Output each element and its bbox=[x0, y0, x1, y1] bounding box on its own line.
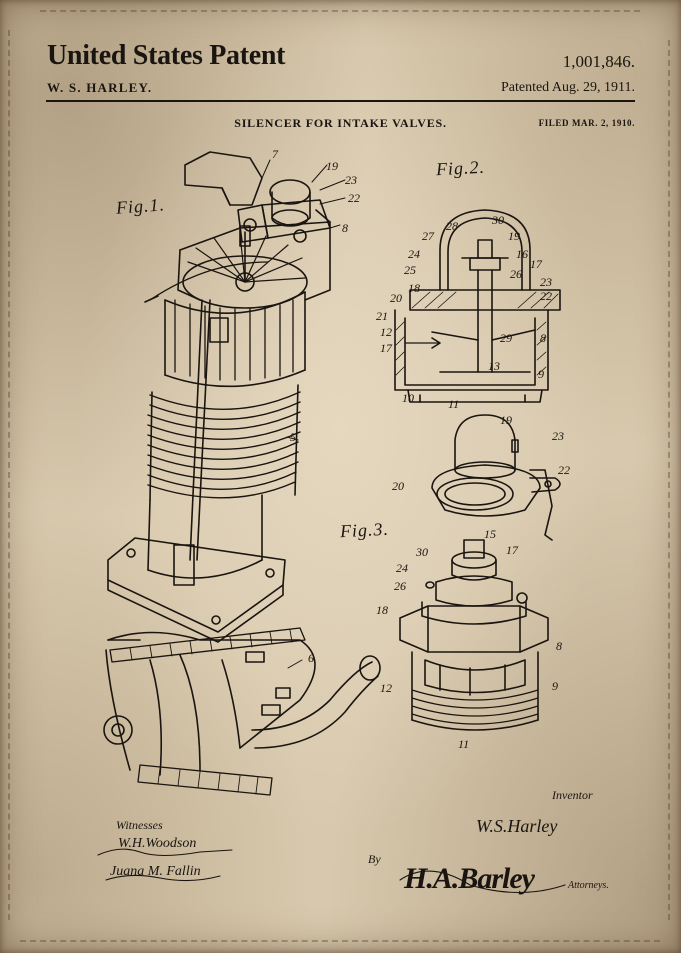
fig2b-ref: 22 bbox=[558, 463, 570, 477]
fig2-ref: 10 bbox=[402, 391, 414, 405]
fig2-ref: 9 bbox=[538, 367, 544, 381]
fig3-ref: 12 bbox=[380, 681, 392, 695]
fig3-ref: 24 bbox=[396, 561, 408, 575]
fig3-ref: 26 bbox=[394, 579, 406, 593]
fig2-ref: 27 bbox=[422, 229, 435, 243]
fig3-ref: 8 bbox=[556, 639, 562, 653]
inventor-signature: W.S.Harley bbox=[476, 816, 558, 836]
fig1-drawing bbox=[103, 151, 381, 796]
fig2-ref: 13 bbox=[488, 359, 500, 373]
patent-number: 1,001,846. bbox=[562, 52, 635, 71]
patented-date: Patented Aug. 29, 1911. bbox=[500, 80, 635, 95]
fig2-ref: 22 bbox=[540, 289, 552, 303]
fig3-ref: 30 bbox=[415, 545, 428, 559]
fig1-ref: 5 bbox=[290, 430, 296, 444]
fig2-ref: 12 bbox=[380, 325, 392, 339]
fig2-ref: 28 bbox=[446, 219, 458, 233]
fig2-ref-numerals: 30 28 27 19 24 16 17 25 26 18 23 20 22 2… bbox=[376, 213, 552, 411]
border-dash-bottom bbox=[20, 940, 660, 942]
fig2-ref: 30 bbox=[491, 213, 504, 227]
inventor-name: W. S. HARLEY. bbox=[47, 80, 153, 95]
fig2b-ref: 20 bbox=[392, 479, 404, 493]
fig1-ref: 19 bbox=[326, 159, 338, 173]
fig2-ref: 18 bbox=[408, 281, 420, 295]
fig3-label: Fig.3. bbox=[339, 518, 390, 542]
fig2b-ref: 23 bbox=[552, 429, 564, 443]
witness-signature-1: W.H.Woodson bbox=[118, 836, 197, 851]
header-divider bbox=[46, 100, 635, 102]
fig3-ref: 17 bbox=[506, 543, 519, 557]
fig1-label: Fig.1. bbox=[115, 194, 166, 218]
patent-subtitle: SILENCER FOR INTAKE VALVES. bbox=[234, 116, 447, 130]
inventor-label: Inventor bbox=[552, 788, 593, 802]
border-dash-left bbox=[8, 30, 10, 920]
fig2-label: Fig.2. bbox=[435, 156, 486, 180]
attorneys-label: Attorneys. bbox=[568, 880, 609, 891]
fig2-ref: 17 bbox=[380, 341, 393, 355]
witnesses-label: Witnesses bbox=[116, 818, 163, 832]
fig3-ref: 18 bbox=[376, 603, 388, 617]
fig2-ref: 11 bbox=[448, 397, 459, 411]
witness-signature-2: Juana M. Fallin bbox=[110, 864, 201, 879]
signature-flourishes bbox=[97, 848, 566, 894]
fig2b-ref-numerals: 19 23 22 20 bbox=[392, 413, 570, 493]
fig1-ref: 23 bbox=[345, 173, 357, 187]
border-dash-right bbox=[668, 40, 670, 920]
fig2b-ref: 19 bbox=[500, 413, 512, 427]
fig2-ref: 24 bbox=[408, 247, 420, 261]
fig1-ref: 7 bbox=[272, 147, 279, 161]
fig3-ref: 15 bbox=[484, 527, 496, 541]
fig2-ref: 19 bbox=[508, 229, 520, 243]
attorney-signature: H.A.Barley bbox=[404, 862, 535, 895]
leader-lines bbox=[261, 159, 346, 669]
fig1-ref: 22 bbox=[348, 191, 360, 205]
fig2-ref: 20 bbox=[390, 291, 402, 305]
fig3-ref-numerals: 15 30 17 24 26 18 8 12 9 11 bbox=[376, 527, 562, 751]
fig2-ref: 23 bbox=[540, 275, 552, 289]
fig2-ref: 26 bbox=[510, 267, 522, 281]
fig2-ref: 8 bbox=[540, 331, 546, 345]
page-title: United States Patent bbox=[47, 40, 286, 71]
fig1-ref: 8 bbox=[342, 221, 348, 235]
filed-date: FILED MAR. 2, 1910. bbox=[538, 118, 635, 128]
border-dash-top bbox=[40, 10, 640, 12]
fig3-drawing bbox=[399, 539, 549, 731]
fig3-ref: 9 bbox=[552, 679, 558, 693]
fig1-ref: 6 bbox=[308, 651, 314, 665]
by-label: By bbox=[368, 852, 381, 866]
fig2-ref: 16 bbox=[516, 247, 528, 261]
fig2-ref: 25 bbox=[404, 263, 416, 277]
fig2-ref: 21 bbox=[376, 309, 388, 323]
fig2-drawing bbox=[394, 209, 561, 403]
fig2-ref: 17 bbox=[530, 257, 543, 271]
fig2-ref: 29 bbox=[500, 331, 512, 345]
fig1-ref-numerals: 7 19 23 22 8 5 6 bbox=[272, 147, 360, 665]
fig3-ref: 11 bbox=[458, 737, 469, 751]
fig2b-drawing bbox=[431, 414, 561, 541]
